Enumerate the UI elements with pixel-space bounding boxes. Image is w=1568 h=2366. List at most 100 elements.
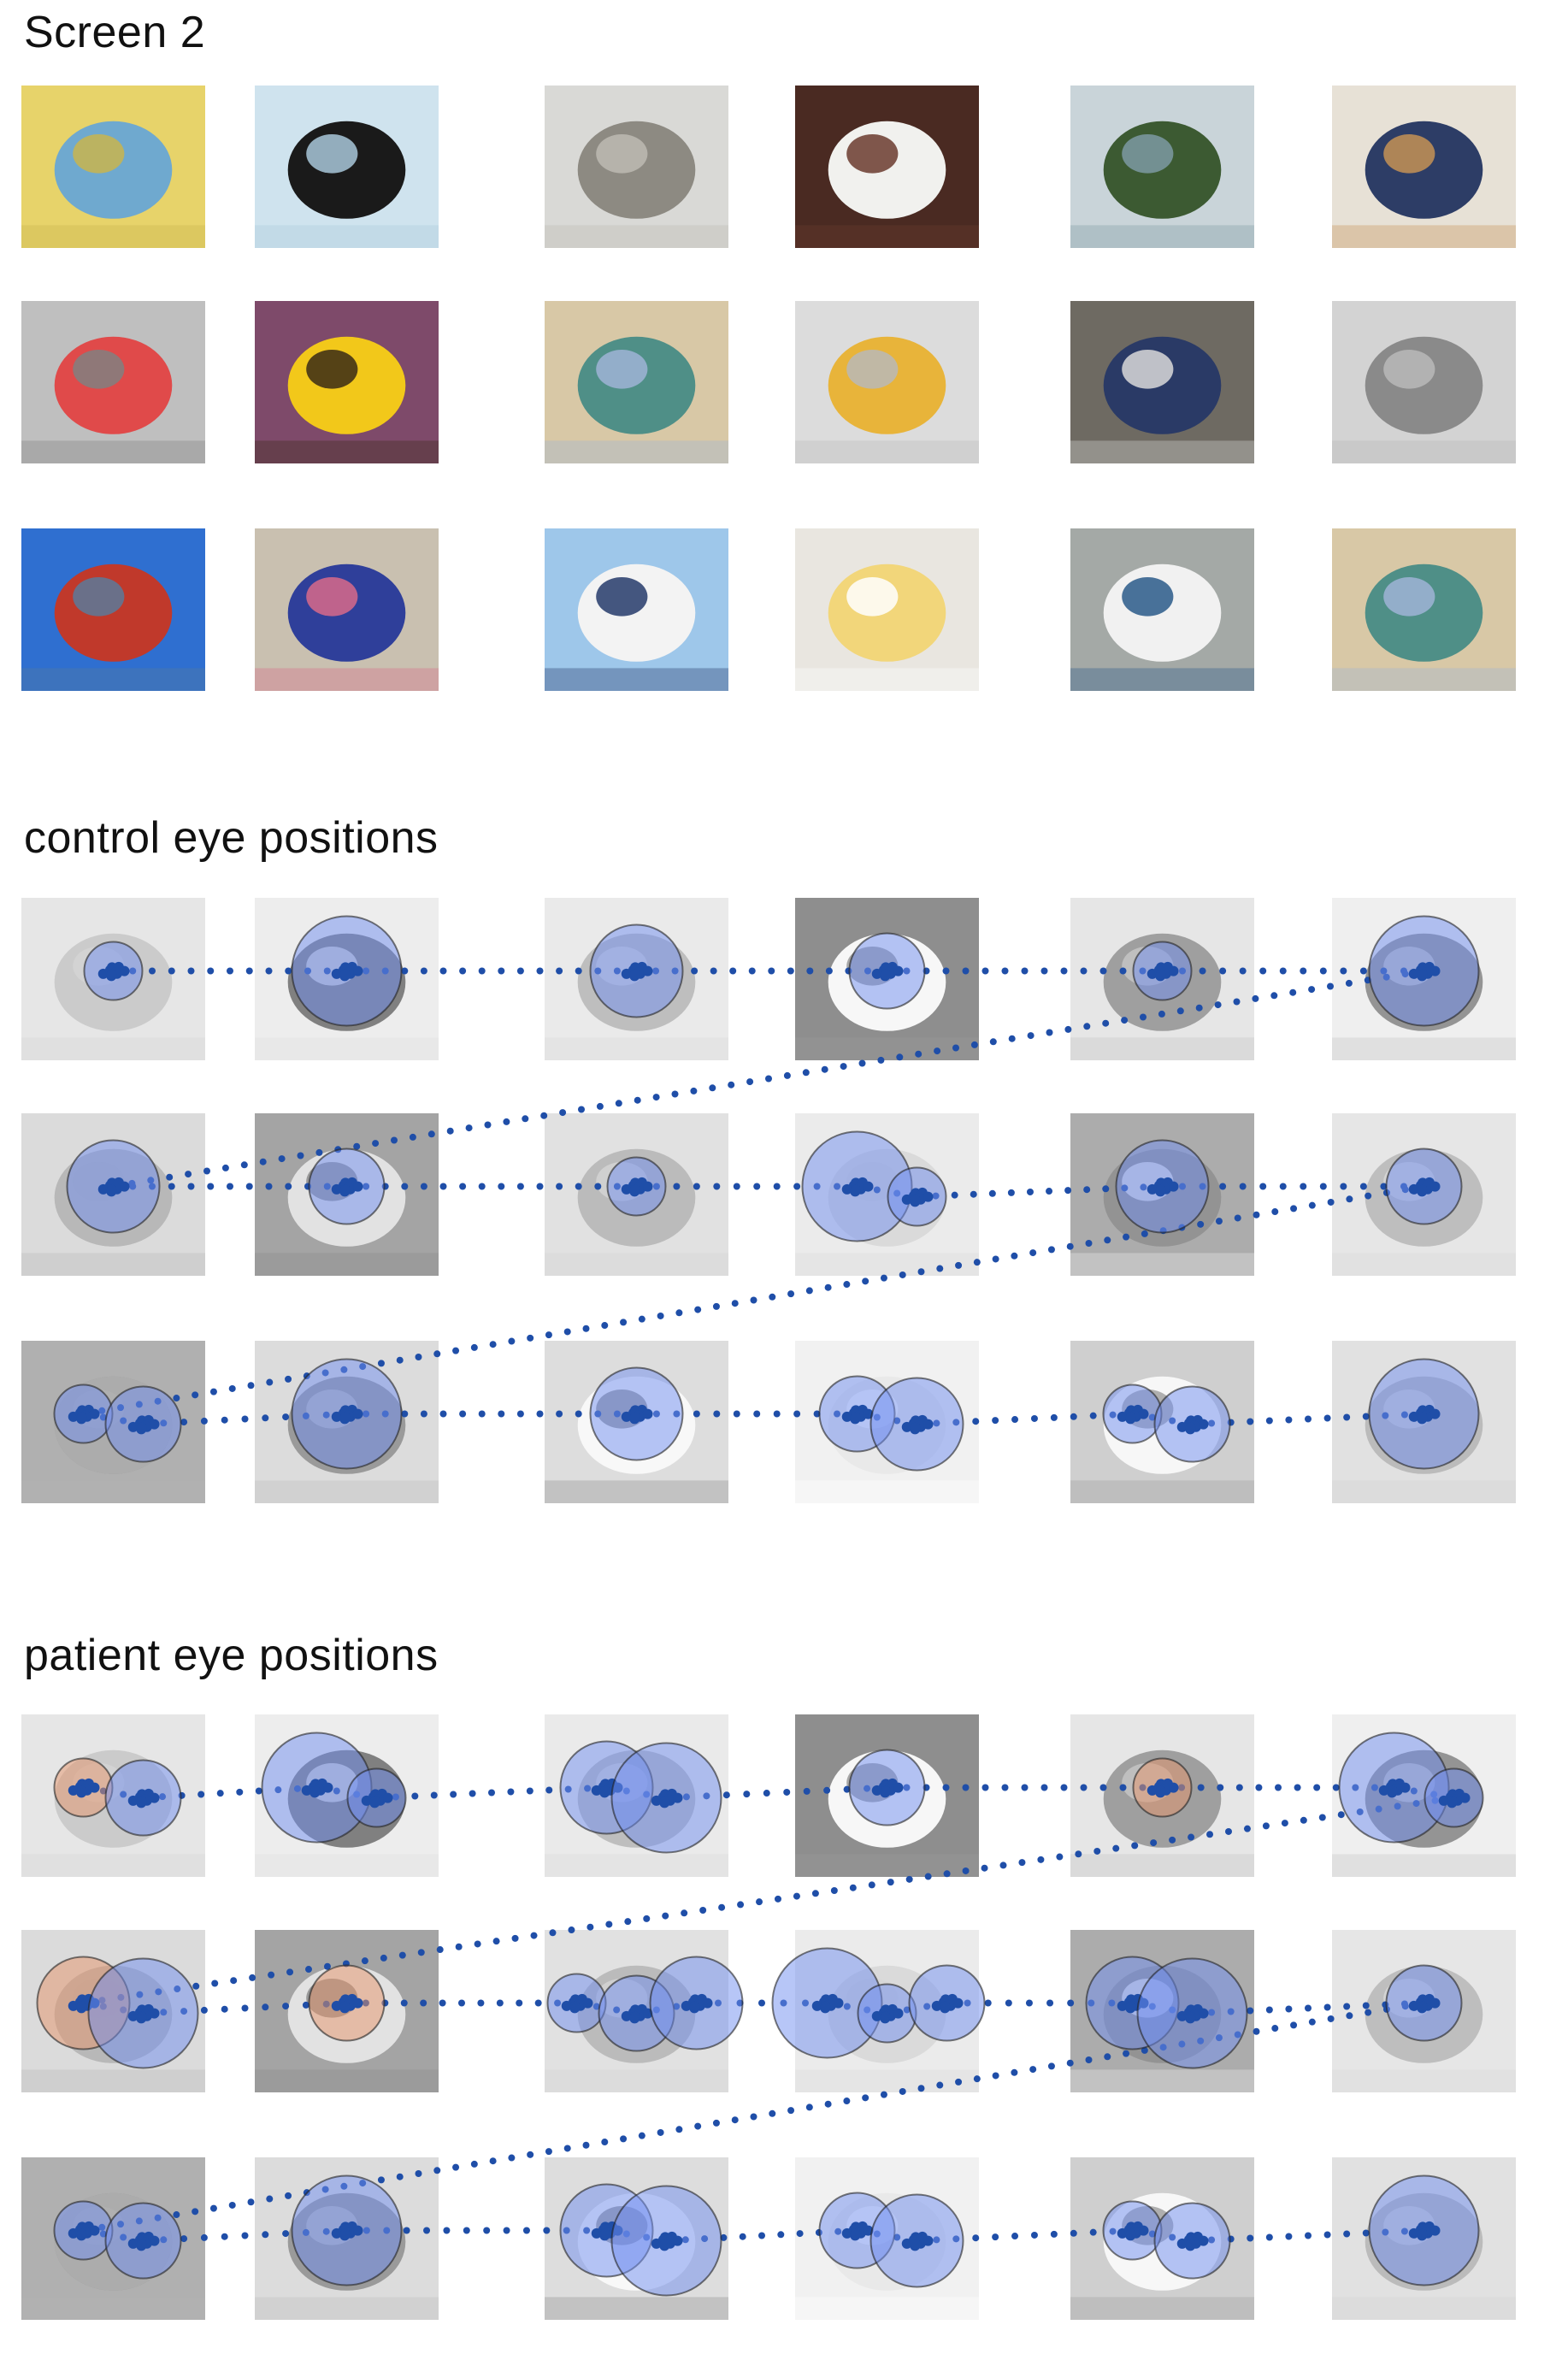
scanpath-dot (793, 1183, 801, 1190)
scanpath-dot (877, 1056, 885, 1064)
scanpath-dot (712, 2119, 720, 2127)
scanpath-dot (249, 1974, 256, 1981)
patient-fixation (771, 1947, 883, 2059)
scanpath-dot (455, 1943, 463, 1950)
scanpath-dot (511, 1934, 519, 1942)
scanpath-dot (1011, 2233, 1019, 2240)
patient-fixation (53, 1757, 114, 1818)
scanpath-dot (1305, 2232, 1312, 2239)
image-window (1070, 301, 1254, 463)
scanpath-dot (739, 2233, 746, 2240)
scanpath-dot (652, 1094, 660, 1101)
scanpath-dot (498, 1410, 505, 1418)
patient-fixation (1424, 1767, 1484, 1828)
scanpath-dot (1085, 1240, 1093, 1247)
control-fixation (1102, 1384, 1163, 1444)
scanpath-dot (1362, 1413, 1370, 1420)
scanpath-dot (241, 1415, 249, 1423)
scanpath-dot (783, 1071, 791, 1079)
scanpath-dot (1289, 988, 1297, 996)
scanpath-dot (657, 2128, 664, 2136)
scanpath-dot (768, 967, 775, 975)
scanpath-dot (731, 2116, 739, 2124)
image-vase (545, 301, 728, 463)
scanpath-dot (484, 1121, 492, 1129)
scanpath-dot (1007, 1189, 1015, 1196)
scanpath-dot (1294, 1784, 1301, 1791)
scanpath-dot (1346, 1195, 1353, 1203)
scanpath-dot (1093, 1847, 1101, 1855)
scanpath-dot (1197, 1220, 1205, 1228)
scanpath-dot (729, 967, 737, 975)
scanpath-dot (699, 1907, 707, 1915)
scanpath-dot (516, 1183, 524, 1190)
scanpath-dot (543, 2227, 551, 2234)
scanpath-dot (638, 1315, 645, 1323)
scanpath-dot (1089, 2228, 1097, 2236)
scanpath-dot (671, 1090, 679, 1098)
scanpath-dot (743, 1791, 751, 1798)
scanpath-dot (1070, 1413, 1077, 1420)
scanpath-dot (433, 2167, 441, 2174)
scanpath-dot (282, 1413, 290, 1421)
scanpath-dot (1008, 1035, 1016, 1042)
scanpath-dot (459, 1183, 467, 1190)
scanpath-dot (733, 1183, 740, 1190)
control-fixation (291, 1358, 403, 1470)
scanpath-dot (1323, 2231, 1331, 2239)
scanpath-dot (192, 2208, 199, 2216)
scanpath-dot (615, 1100, 622, 1107)
scanpath-dot (452, 2163, 460, 2171)
scanpath-dot (228, 1384, 236, 1392)
scanpath-dot (536, 967, 544, 975)
scanpath-dot (1104, 1236, 1111, 1244)
scanpath-dot (1021, 1784, 1029, 1791)
scanpath-dot (483, 2227, 491, 2234)
scanpath-dot (1089, 1412, 1097, 1419)
control-fixation (104, 1385, 182, 1463)
scanpath-dot (459, 967, 467, 975)
scanpath-dot (1252, 994, 1259, 1002)
control-fixation (1368, 915, 1480, 1027)
scanpath-dot (265, 967, 273, 975)
scanpath-dot (981, 1864, 988, 1872)
scanpath-dot (1217, 1784, 1224, 1791)
scanpath-dot (1040, 1784, 1048, 1791)
scanpath-dot (1150, 1839, 1158, 1847)
scanpath-dot (943, 1870, 951, 1878)
control-panel (0, 889, 1568, 1539)
scanpath-dot (401, 967, 409, 975)
scanpath-dot (200, 2233, 208, 2241)
control-fixation (589, 1366, 684, 1461)
scanpath-dot (380, 1954, 387, 1962)
scanpath-dot (1056, 1853, 1064, 1861)
scanpath-dot (1279, 967, 1287, 975)
scanpath-dot (398, 1951, 406, 1959)
scanpath-dot (777, 2231, 785, 2239)
scanpath-dot (624, 1918, 632, 1926)
scanpath-dot (221, 1416, 228, 1424)
scanpath-dot (1083, 1023, 1091, 1030)
scanpath-dot (1346, 2012, 1353, 2020)
scanpath-dot (1362, 2229, 1370, 2237)
scanpath-dot (787, 2107, 795, 2115)
scanpath-dot (917, 1268, 925, 1276)
scanpath-dot (1319, 1183, 1327, 1190)
scanpath-dot (166, 1173, 174, 1181)
scanpath-dot (1188, 1833, 1195, 1841)
scanpath-dot (992, 1417, 999, 1425)
image-eyeglasses (255, 86, 439, 248)
patient-fixation (1385, 1964, 1463, 2042)
scanpath-dot (1102, 1019, 1110, 1027)
scanpath-dot (1030, 1414, 1038, 1422)
image-palm-tree (1070, 86, 1254, 248)
scanpath-dot (1027, 1032, 1035, 1040)
scanpath-dot (690, 1087, 698, 1094)
scanpath-dot (1285, 2233, 1293, 2240)
scanpath-dot (972, 2234, 980, 2242)
scanpath-dot (763, 1790, 770, 1797)
scanpath-dot (1060, 1784, 1068, 1791)
scanpath-dot (266, 2195, 274, 2203)
scanpath-dot (443, 2227, 451, 2234)
scanpath-dot (1005, 1999, 1012, 2007)
